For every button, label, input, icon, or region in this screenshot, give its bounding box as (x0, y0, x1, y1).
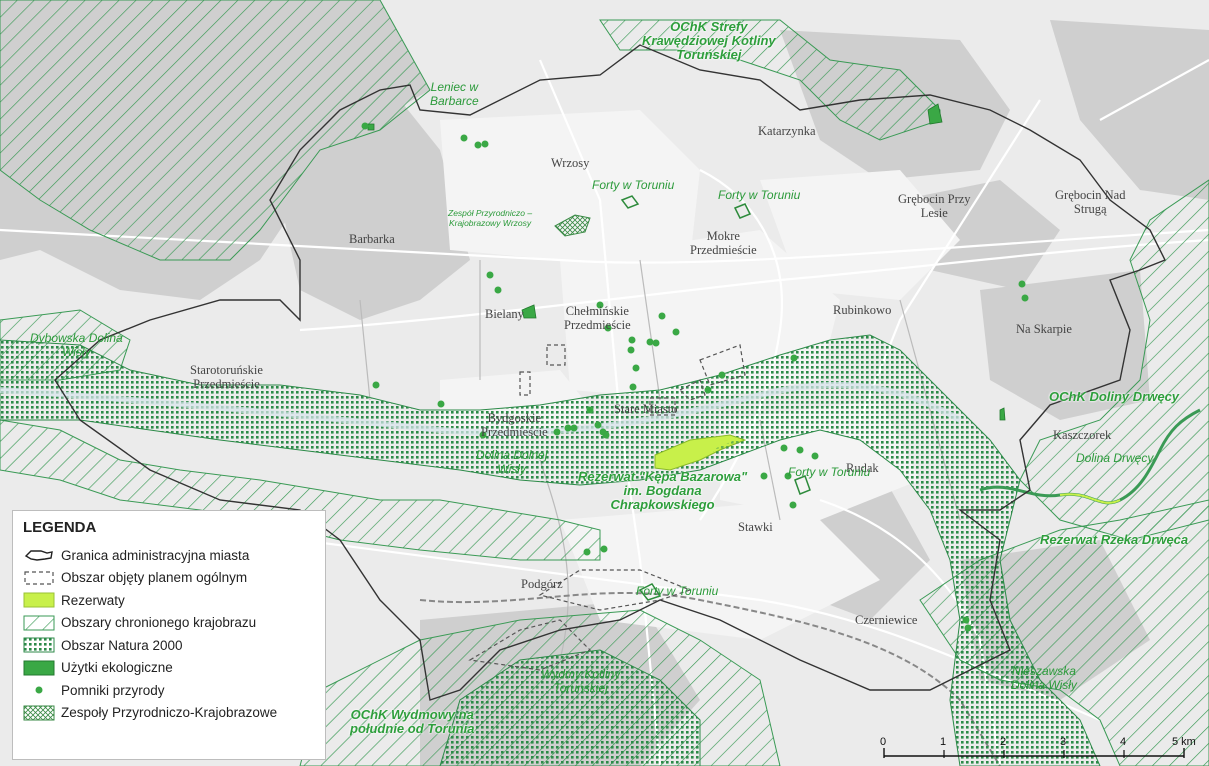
legend-label: Użytki ekologiczne (61, 660, 173, 676)
landscape-protection-icon (23, 615, 55, 631)
legend-item: Obszary chronionego krajobrazu (23, 612, 315, 635)
nature-landscape-complex-icon (23, 705, 55, 721)
legend-item: Obszar objęty planem ogólnym (23, 567, 315, 590)
scale-bar-graphic (883, 748, 1185, 758)
city-boundary-icon (23, 547, 55, 563)
scale-tick-label: 1 (940, 736, 947, 748)
nature-monuments (361, 122, 1029, 632)
scale-bar: 0 1 2 3 4 5 km (876, 736, 1196, 766)
legend-title: LEGENDA (23, 519, 97, 536)
legend-item: Obszar Natura 2000 (23, 634, 315, 657)
legend-label: Obszar Natura 2000 (61, 637, 183, 653)
ecological-area-icon (23, 660, 55, 676)
legend-label: Rezerwaty (61, 592, 125, 608)
nature-monument-icon (23, 682, 55, 698)
drweca-reserve (1059, 493, 1121, 504)
legend-item: Użytki ekologiczne (23, 657, 315, 680)
scale-tick-label: 3 (1060, 736, 1067, 748)
fort-outlines (620, 195, 811, 601)
legend-item: Rezerwaty (23, 589, 315, 612)
legend-item: Granica administracyjna miasta (23, 544, 315, 567)
legend-label: Obszar objęty planem ogólnym (61, 570, 248, 586)
ecological-areas (367, 103, 1006, 421)
legend-item: Pomniki przyrody (23, 679, 315, 702)
legend-label: Granica administracyjna miasta (61, 547, 250, 563)
natura2000-icon (23, 637, 55, 653)
legend-label: Pomniki przyrody (61, 682, 165, 698)
natura2000-areas (0, 334, 1101, 766)
legend: LEGENDA Granica administracyjna miasta O… (12, 510, 326, 760)
scale-tick-label: 4 (1120, 736, 1127, 748)
legend-label: Zespoły Przyrodniczo-Krajobrazowe (61, 705, 278, 721)
plan-area-outlines (468, 344, 746, 671)
legend-item: Zespoły Przyrodniczo-Krajobrazowe (23, 702, 315, 725)
scale-tick-label: 0 (880, 736, 887, 748)
railway (419, 592, 1001, 766)
nature-landscape-complex-wrzosy (554, 214, 591, 237)
legend-label: Obszary chronionego krajobrazu (61, 615, 257, 631)
scale-tick-label: 5 km (1172, 736, 1196, 748)
reserve-icon (23, 592, 55, 608)
plan-area-icon (23, 570, 55, 586)
vistula-river (0, 381, 962, 436)
city-boundary (54, 44, 1166, 701)
scale-tick-label: 2 (1000, 736, 1007, 748)
